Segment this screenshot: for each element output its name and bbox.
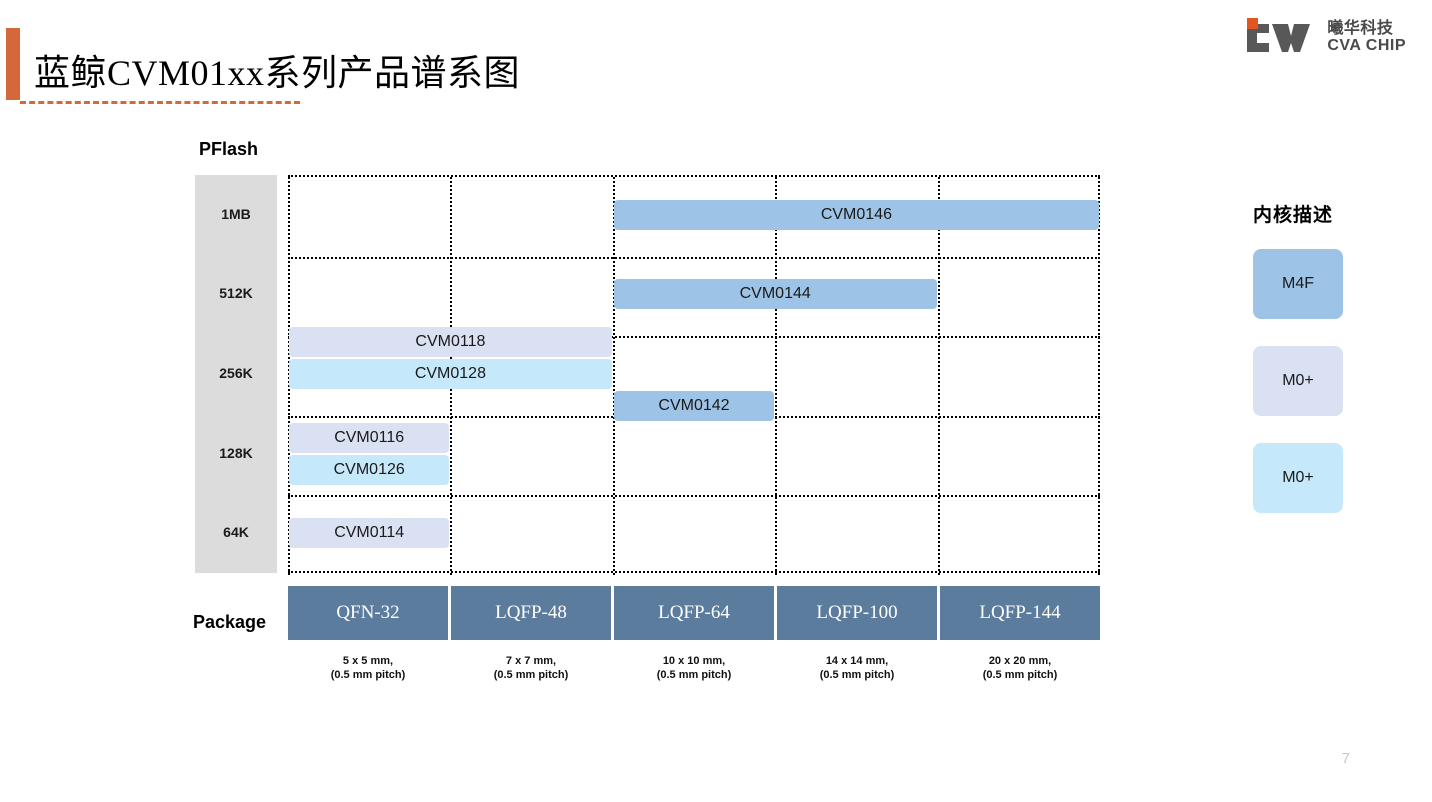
- package-dimension-qfn-32: 5 x 5 mm,(0.5 mm pitch): [288, 655, 448, 695]
- package-cell-label: LQFP-64: [658, 602, 730, 623]
- product-bar-cvm0118[interactable]: CVM0118: [289, 327, 612, 357]
- cva-logo-icon: [1238, 18, 1318, 58]
- package-cell-label: LQFP-144: [979, 602, 1061, 623]
- product-bar-cvm0144[interactable]: CVM0144: [613, 279, 937, 310]
- package-cell-label: LQFP-48: [495, 602, 567, 623]
- grid-hline: [288, 256, 1100, 259]
- title-underline-dashed: [20, 101, 300, 104]
- product-bar-cvm0126[interactable]: CVM0126: [289, 454, 450, 485]
- logo-company-name-cn: 曦华科技: [1327, 20, 1394, 38]
- package-cell-lqfp-48[interactable]: LQFP-48: [451, 586, 611, 640]
- product-bar-label: CVM0144: [739, 285, 811, 303]
- package-dimension-size: 5 x 5 mm,: [342, 655, 394, 667]
- legend-swatch-label: M4F: [1282, 275, 1314, 292]
- package-cell-lqfp-64[interactable]: LQFP-64: [614, 586, 774, 640]
- product-bar-label: CVM0114: [334, 524, 405, 542]
- pflash-tick-512K: 512K: [219, 285, 253, 302]
- product-bar-label: CVM0126: [333, 460, 405, 478]
- package-header-row: QFN-32 LQFP-48 LQFP-64 LQFP-100 LQFP-144: [288, 586, 1100, 640]
- grid-vline: [1098, 177, 1100, 575]
- package-cell-label: QFN-32: [336, 602, 400, 623]
- pflash-tick-64K: 64K: [223, 524, 249, 541]
- package-dimension-lqfp-144: 20 x 20 mm,(0.5 mm pitch): [940, 655, 1100, 695]
- package-dimension-size: 10 x 10 mm,: [662, 655, 726, 667]
- package-dimension-pitch: (0.5 mm pitch): [330, 668, 406, 681]
- package-dimension-pitch: (0.5 mm pitch): [819, 668, 895, 681]
- product-bar-cvm0128[interactable]: CVM0128: [289, 359, 612, 389]
- package-dimension-pitch: (0.5 mm pitch): [982, 668, 1058, 681]
- pflash-tick-128K: 128K: [219, 444, 253, 461]
- page-title: 蓝鲸CVM01xx系列产品谱系图: [34, 53, 521, 93]
- grid-vline: [612, 177, 615, 575]
- legend-items: M4F M0+ M0+: [1253, 249, 1413, 513]
- grid-vline: [775, 177, 778, 575]
- grid-vline: [937, 177, 940, 575]
- product-bar-label: CVM0142: [658, 397, 730, 414]
- company-logo: 曦华科技 CVA CHIP: [1238, 18, 1406, 58]
- logo-text: 曦华科技 CVA CHIP: [1327, 20, 1406, 55]
- logo-orange-square-icon: [1247, 18, 1259, 29]
- legend-swatch-1[interactable]: M0+: [1253, 346, 1343, 416]
- package-dimension-lqfp-64: 10 x 10 mm,(0.5 mm pitch): [614, 655, 774, 695]
- product-bar-label: CVM0146: [820, 205, 892, 223]
- package-cell-lqfp-100[interactable]: LQFP-100: [777, 586, 937, 640]
- logo-company-name-en: CVA CHIP: [1327, 37, 1406, 54]
- product-bar-label: CVM0116: [334, 428, 405, 446]
- package-cell-qfn-32[interactable]: QFN-32: [288, 586, 448, 640]
- package-cell-lqfp-144[interactable]: LQFP-144: [940, 586, 1100, 640]
- product-bar-cvm0114[interactable]: CVM0114: [289, 518, 450, 549]
- legend-swatch-2[interactable]: M0+: [1253, 443, 1343, 513]
- product-bar-label: CVM0128: [414, 365, 486, 382]
- pflash-axis-column: [195, 175, 277, 573]
- package-cell-label: LQFP-100: [816, 602, 898, 623]
- package-dimension-size: 7 x 7 mm,: [505, 655, 557, 667]
- package-dimension-pitch: (0.5 mm pitch): [656, 668, 732, 681]
- product-bar-cvm0146[interactable]: CVM0146: [613, 199, 1099, 230]
- package-dimension-lqfp-48: 7 x 7 mm,(0.5 mm pitch): [451, 655, 611, 695]
- legend-title: 内核描述: [1253, 205, 1334, 226]
- package-dimension-size: 20 x 20 mm,: [988, 655, 1052, 667]
- package-dimension-row: 5 x 5 mm,(0.5 mm pitch)7 x 7 mm,(0.5 mm …: [288, 655, 1100, 695]
- page-number: 7: [1341, 750, 1350, 767]
- pflash-tick-1MB: 1MB: [221, 205, 251, 222]
- package-axis-title: Package: [193, 612, 267, 632]
- legend-swatch-0[interactable]: M4F: [1253, 249, 1343, 319]
- title-accent-bar: [6, 28, 20, 100]
- grid-hline: [288, 336, 1100, 339]
- grid-hline: [288, 495, 1100, 498]
- package-dimension-size: 14 x 14 mm,: [825, 655, 889, 667]
- core-description-legend: 内核描述 M4F M0+ M0+: [1253, 200, 1413, 540]
- legend-swatch-label: M0+: [1282, 469, 1314, 486]
- package-dimension-lqfp-100: 14 x 14 mm,(0.5 mm pitch): [777, 655, 937, 695]
- product-bar-label: CVM0118: [415, 333, 486, 350]
- package-dimension-pitch: (0.5 mm pitch): [493, 668, 569, 681]
- pflash-axis-title: PFlash: [199, 139, 259, 159]
- legend-swatch-label: M0+: [1282, 372, 1314, 389]
- pflash-tick-256K: 256K: [219, 365, 253, 381]
- product-bar-cvm0142[interactable]: CVM0142: [613, 391, 775, 421]
- product-bar-cvm0116[interactable]: CVM0116: [289, 422, 450, 453]
